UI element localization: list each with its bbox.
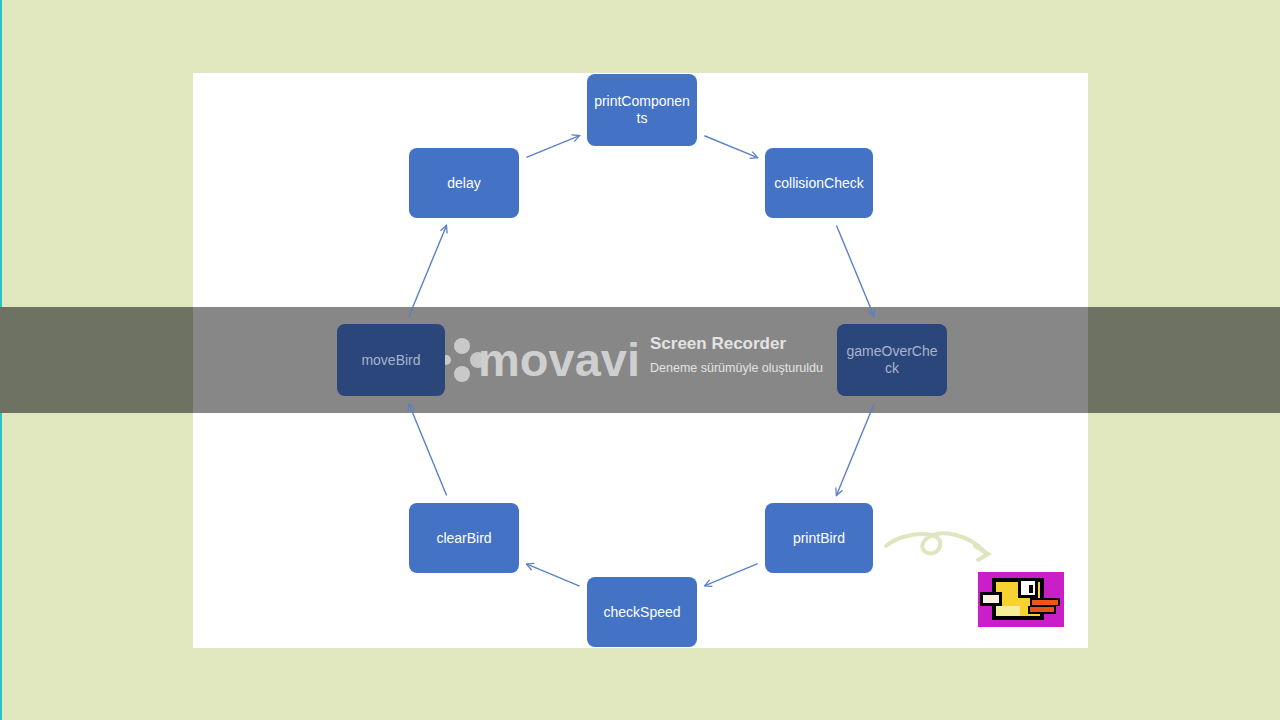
- box-label: printComponents: [593, 93, 691, 127]
- flow-arrow: [526, 564, 579, 586]
- box-label: moveBird: [361, 352, 420, 369]
- watermark-note: Deneme sürümüyle oluşturuldu: [650, 361, 823, 375]
- flow-arrow: [704, 136, 757, 158]
- box-label: delay: [447, 175, 480, 192]
- curly-arrow: [886, 533, 985, 553]
- watermark-band: [0, 307, 1280, 413]
- box-label: printBird: [793, 530, 845, 547]
- process-box: printBird: [765, 503, 873, 573]
- watermark-logo-text: movavi: [478, 333, 640, 387]
- watermark-title: Screen Recorder: [650, 334, 786, 354]
- flow-arrow: [836, 225, 874, 316]
- process-box: checkSpeed: [587, 577, 697, 647]
- process-box: gameOverCheck: [837, 324, 947, 396]
- process-box: collisionCheck: [765, 148, 873, 218]
- process-box: moveBird: [337, 324, 445, 396]
- box-label: checkSpeed: [603, 604, 680, 621]
- process-box: printComponents: [587, 74, 697, 146]
- box-label: collisionCheck: [774, 175, 863, 192]
- process-box: delay: [409, 148, 519, 218]
- flow-arrow: [409, 225, 447, 316]
- flow-arrow: [704, 564, 757, 586]
- flow-arrow: [526, 136, 579, 158]
- flow-arrow: [836, 403, 874, 495]
- box-label: gameOverCheck: [843, 343, 941, 377]
- process-box: clearBird: [409, 503, 519, 573]
- flow-arrow: [409, 403, 447, 495]
- watermark-band: [193, 307, 1088, 413]
- flappy-bird-picture: [978, 572, 1064, 627]
- slide-panel: [193, 73, 1088, 648]
- curly-arrow-head: [975, 546, 988, 560]
- box-label: clearBird: [436, 530, 491, 547]
